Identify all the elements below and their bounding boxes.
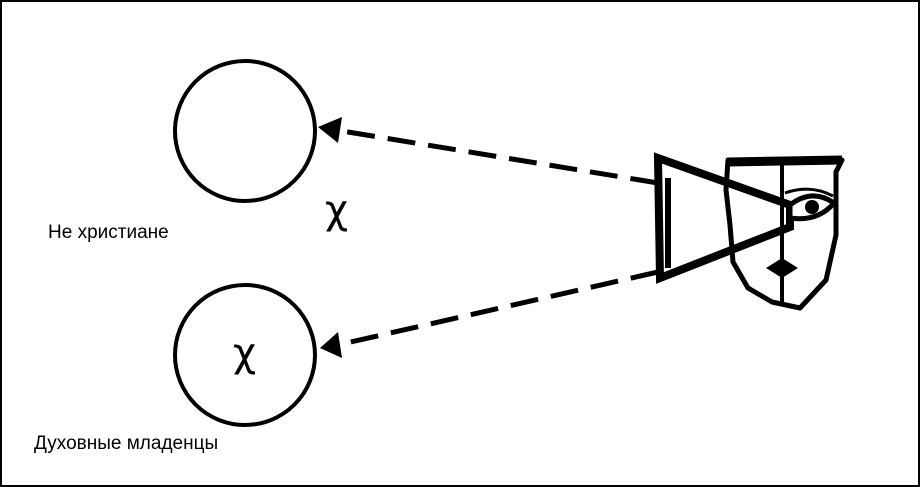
face-with-megaphone-icon [653, 152, 845, 311]
chi-symbol-bottom: χ [233, 330, 256, 376]
spiritual-infants-circle [173, 283, 317, 427]
chi-symbol-top: χ [325, 187, 348, 233]
non-christians-label: Не христиане [48, 222, 169, 243]
arrow-icon [320, 332, 342, 358]
non-christians-circle [173, 59, 317, 203]
spiritual-infants-label: Духовные младенцы [34, 433, 219, 454]
arrow-to-non-christians [318, 117, 659, 186]
arrow-icon [318, 117, 342, 143]
arrow-to-spiritual-infants [320, 269, 659, 358]
